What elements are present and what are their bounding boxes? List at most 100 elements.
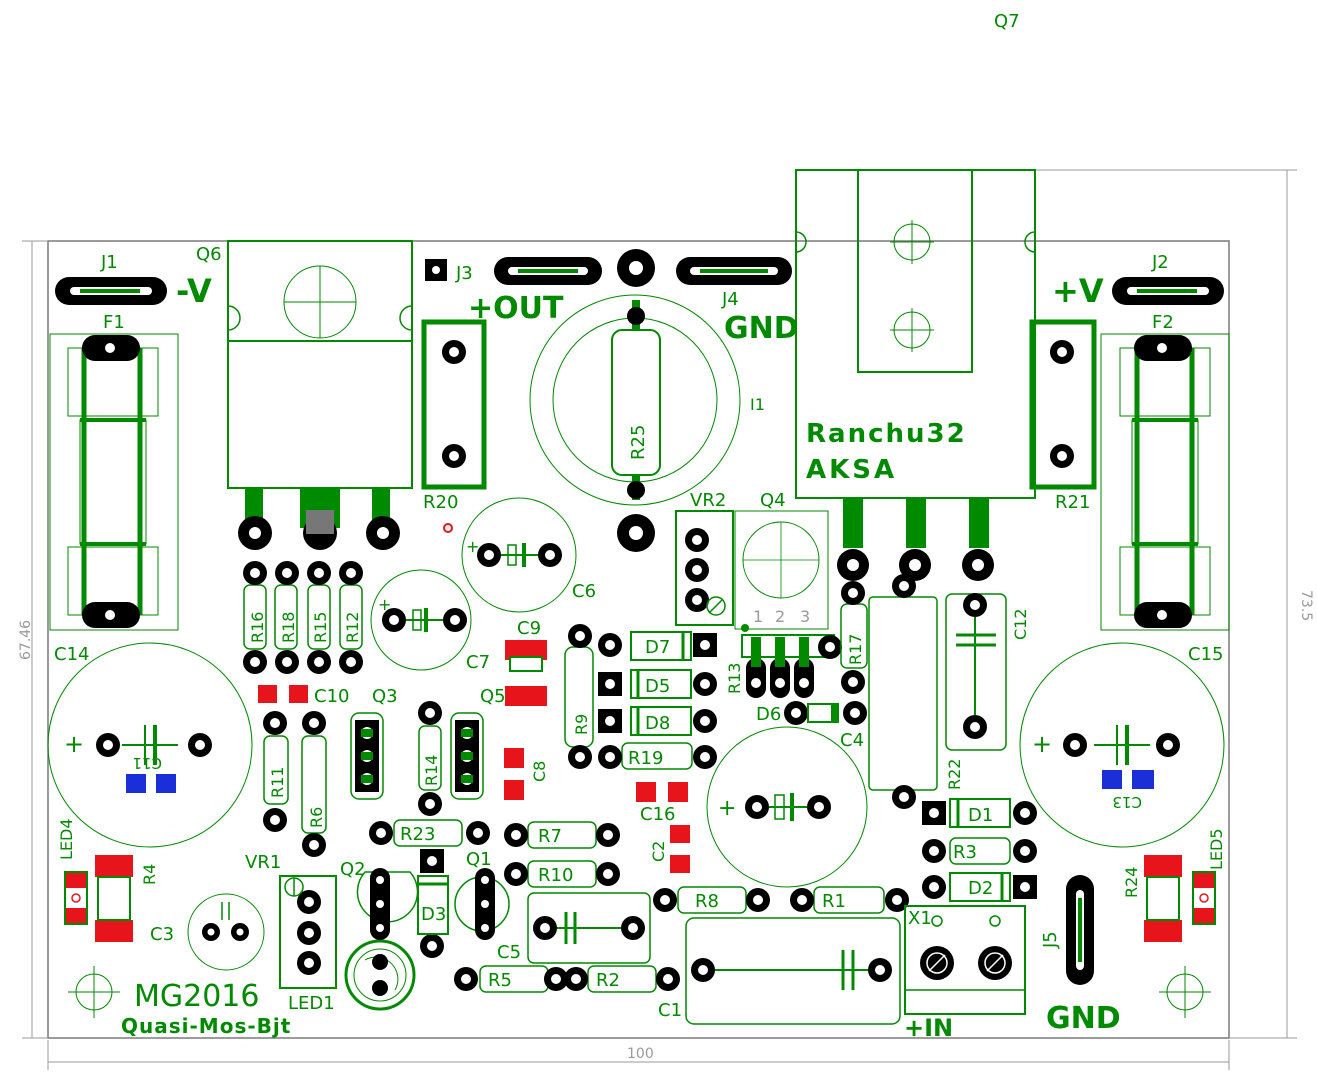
refdes-q3: Q3 — [372, 686, 398, 707]
refdes-r2: R2 — [596, 970, 620, 991]
refdes-vr2: VR2 — [690, 490, 726, 511]
refdes-d6: D6 — [756, 704, 781, 725]
refdes-x1: X1 — [908, 908, 932, 929]
diode-d3 — [417, 849, 449, 958]
label-gnd-top: GND — [724, 311, 799, 346]
refdes-r1: R1 — [822, 891, 846, 912]
r21-resistor — [1029, 319, 1097, 490]
refdes-r23: R23 — [400, 824, 435, 845]
refdes-r25: R25 — [628, 425, 649, 460]
refdes-q5: Q5 — [480, 686, 506, 707]
fiducial-red — [443, 523, 453, 533]
refdes-q7: Q7 — [994, 11, 1020, 32]
c15-plus: + — [1032, 730, 1052, 758]
trimmer-vr1 — [279, 875, 337, 989]
refdes-r22: R22 — [945, 759, 964, 790]
board-subtitle: Quasi-Mos-Bjt — [121, 1014, 291, 1038]
refdes-r19: R19 — [628, 748, 663, 769]
cap-c6 — [461, 497, 577, 613]
refdes-r12: R12 — [343, 612, 362, 643]
dimension-lines — [22, 169, 1297, 1070]
resistor-r23 — [393, 819, 463, 847]
refdes-j3: J3 — [455, 263, 473, 284]
refdes-c3: C3 — [150, 924, 174, 945]
refdes-r8: R8 — [695, 891, 719, 912]
resistor-array-r16-r12 — [243, 584, 363, 650]
led5-r24 — [1144, 855, 1216, 942]
label-minus-v: -V — [176, 272, 212, 310]
refdes-c10: C10 — [314, 686, 349, 707]
refdes-c7: C7 — [466, 652, 490, 673]
transistor-q3 — [350, 712, 384, 800]
led4-r4 — [64, 855, 133, 942]
label-plus-in: +IN — [904, 1014, 953, 1042]
refdes-r24: R24 — [1122, 867, 1141, 898]
refdes-f2: F2 — [1152, 312, 1174, 333]
mounting-holes — [68, 966, 1211, 1018]
refdes-c15: C15 — [1188, 644, 1223, 665]
c6-plus: + — [466, 537, 479, 556]
refdes-r10: R10 — [538, 865, 573, 886]
cap-c5 — [527, 892, 651, 964]
transistor-q5-th — [450, 712, 484, 800]
refdes-c1: C1 — [658, 1000, 682, 1021]
refdes-d1: D1 — [968, 805, 993, 826]
q4-pin-1: 1 — [753, 607, 763, 626]
refdes-j2: J2 — [1151, 252, 1169, 273]
transistor-q4 — [734, 510, 829, 632]
refdes-r6: R6 — [307, 807, 326, 828]
diodes-d7-d5-d8 — [598, 631, 717, 736]
refdes-r11: R11 — [268, 767, 287, 798]
refdes-r3: R3 — [953, 842, 977, 863]
refdes-vr1: VR1 — [245, 852, 281, 873]
diodes-d1-d2-r3 — [922, 798, 1037, 902]
refdes-j1: J1 — [100, 252, 118, 273]
refdes-r5: R5 — [488, 970, 512, 991]
terminal-x1 — [904, 905, 1026, 1015]
jumper-j5 — [1066, 875, 1094, 985]
refdes-d5: D5 — [645, 676, 670, 697]
refdes-c2: C2 — [649, 841, 668, 862]
refdes-q4: Q4 — [760, 490, 786, 511]
refdes-led1: LED1 — [288, 993, 335, 1014]
transistor-q2 — [356, 868, 419, 940]
refdes-r13: R13 — [725, 663, 744, 694]
q4-pin-2: 2 — [775, 607, 785, 626]
refdes-c8: C8 — [530, 761, 549, 782]
refdes-j5: J5 — [1040, 931, 1061, 949]
cap-c12 — [945, 593, 1007, 751]
refdes-c13: C13 — [1112, 793, 1142, 811]
c14-plus: + — [64, 730, 84, 758]
diode-d6 — [784, 701, 867, 725]
resistor-r22 — [868, 596, 938, 791]
refdes-r14: R14 — [422, 755, 441, 786]
refdes-q6: Q6 — [196, 244, 222, 265]
resistor-r11 — [263, 735, 289, 805]
label-plus-v: +V — [1052, 272, 1104, 310]
refdes-led4: LED4 — [57, 818, 76, 860]
resistor-r14 — [418, 725, 442, 791]
dim-width-label: 100 — [627, 1046, 654, 1062]
refdes-d3: D3 — [421, 904, 446, 925]
refdes-q2: Q2 — [340, 859, 366, 880]
refdes-r9: R9 — [572, 714, 591, 735]
dim-height-right-label: 73.5 — [1298, 590, 1314, 621]
refdes-d7: D7 — [645, 637, 670, 658]
q5-smd — [505, 686, 547, 706]
refdes-c16: C16 — [640, 804, 675, 825]
refdes-r20: R20 — [423, 492, 458, 513]
refdes-c9: C9 — [517, 618, 541, 639]
refdes-r7: R7 — [538, 826, 562, 847]
refdes-c4: C4 — [840, 730, 864, 751]
i1-inductor — [529, 294, 741, 506]
label-gnd-bottom: GND — [1046, 1001, 1121, 1036]
refdes-d8: D8 — [645, 713, 670, 734]
jumper-j4 — [676, 257, 792, 285]
cap-c14 — [47, 642, 253, 848]
refdes-c12: C12 — [1011, 608, 1030, 640]
resistor-r19 — [621, 742, 693, 770]
c9-smd — [505, 640, 547, 660]
refdes-c14: C14 — [54, 644, 89, 665]
q4-pins-r13 — [741, 634, 842, 698]
q6-legs — [238, 488, 400, 550]
